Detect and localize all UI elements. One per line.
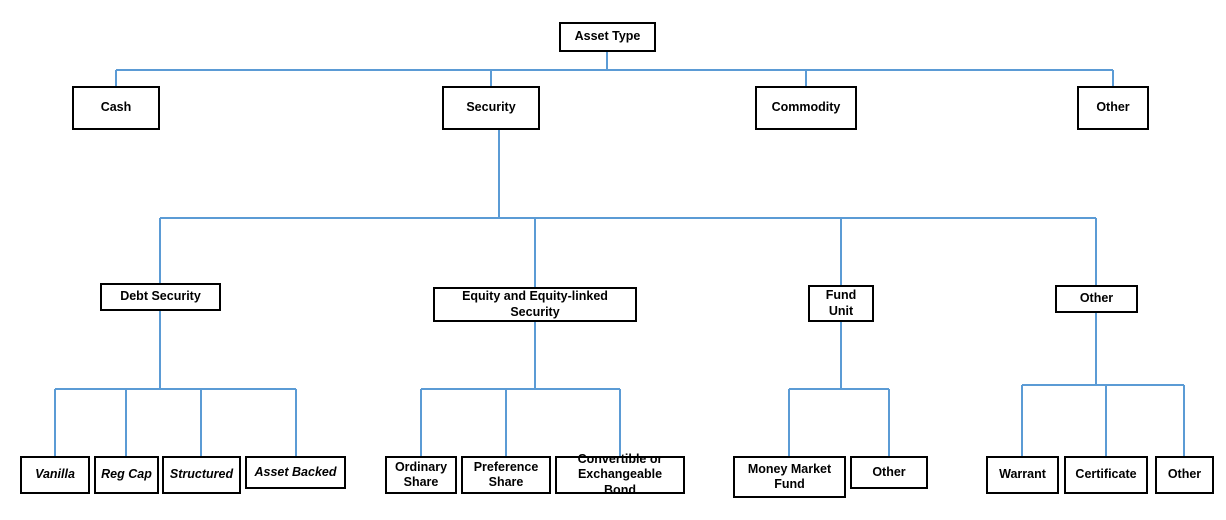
node-structured[interactable]: Structured [162, 456, 241, 494]
node-security[interactable]: Security [442, 86, 540, 130]
node-warrant[interactable]: Warrant [986, 456, 1059, 494]
node-equity-linked-security[interactable]: Equity and Equity-linked Security [433, 287, 637, 322]
node-debt-security[interactable]: Debt Security [100, 283, 221, 311]
node-asset-backed[interactable]: Asset Backed [245, 456, 346, 489]
node-other-level3[interactable]: Other [1055, 285, 1138, 313]
node-vanilla[interactable]: Vanilla [20, 456, 90, 494]
node-commodity[interactable]: Commodity [755, 86, 857, 130]
node-reg-cap[interactable]: Reg Cap [94, 456, 159, 494]
node-asset-type[interactable]: Asset Type [559, 22, 656, 52]
node-other-leaf[interactable]: Other [1155, 456, 1214, 494]
node-certificate[interactable]: Certificate [1064, 456, 1148, 494]
node-other-fund[interactable]: Other [850, 456, 928, 489]
node-cash[interactable]: Cash [72, 86, 160, 130]
node-other-level2[interactable]: Other [1077, 86, 1149, 130]
